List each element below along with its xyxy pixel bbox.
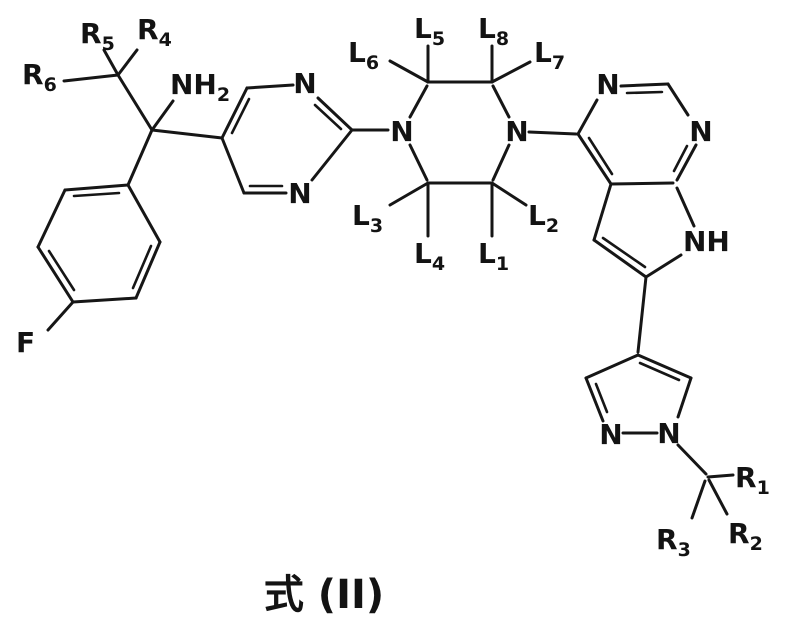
bond-to-R3 bbox=[690, 479, 707, 520]
bond bbox=[408, 84, 429, 119]
bond bbox=[36, 188, 67, 249]
bond bbox=[116, 73, 154, 132]
r5-label: R5 bbox=[80, 17, 115, 55]
fluorine-label: F bbox=[16, 326, 35, 359]
l4-label: L4 bbox=[414, 237, 445, 275]
double-bond-inner bbox=[72, 191, 121, 198]
bond bbox=[116, 48, 139, 77]
bond-bicycle-to-pyrazole bbox=[636, 275, 648, 354]
bond-piperazine-to-bicycle bbox=[527, 130, 578, 136]
double-bond-inner bbox=[594, 382, 609, 414]
formula-caption: 式 (II) bbox=[264, 572, 384, 618]
piperazine-ring-bonds bbox=[388, 44, 578, 238]
bond bbox=[584, 353, 640, 380]
bond bbox=[408, 143, 429, 182]
piperazine-n-left-label: N bbox=[390, 115, 413, 148]
pyrrole-nh-label: NH bbox=[683, 225, 730, 258]
bond bbox=[491, 143, 511, 182]
bond bbox=[675, 186, 696, 228]
pyrrolopyrimidine-bonds bbox=[576, 82, 698, 354]
bond bbox=[491, 84, 511, 119]
bond bbox=[102, 48, 120, 77]
bond-to-fluorine bbox=[46, 300, 75, 332]
double-bond-inner bbox=[230, 97, 251, 135]
r3-label: R3 bbox=[656, 523, 691, 561]
bond bbox=[63, 183, 130, 192]
double-bond-inner bbox=[47, 249, 76, 292]
pyrrolopyrimidine-n1-label: N bbox=[689, 115, 712, 148]
bond-ring-fusion bbox=[609, 181, 675, 186]
bond-to-R1 bbox=[706, 473, 735, 479]
l2-label: L2 bbox=[528, 199, 559, 237]
bond bbox=[584, 376, 605, 423]
bond bbox=[592, 182, 613, 242]
bond bbox=[576, 98, 599, 136]
r6-label: R6 bbox=[22, 58, 57, 96]
pyrimidine-n3-label: N bbox=[288, 177, 311, 210]
l7-label: L7 bbox=[534, 36, 565, 74]
bond bbox=[592, 238, 648, 279]
bond bbox=[675, 143, 698, 182]
bond bbox=[220, 136, 246, 195]
bond-to-R2 bbox=[707, 478, 729, 516]
r-group-tail-bonds bbox=[676, 443, 735, 520]
bond bbox=[666, 82, 690, 117]
double-bond-inner bbox=[625, 90, 664, 95]
bond bbox=[310, 128, 354, 182]
r4-label: R4 bbox=[137, 13, 172, 51]
l6-label: L6 bbox=[348, 36, 379, 74]
bond bbox=[676, 443, 708, 476]
l8-label: L8 bbox=[478, 12, 509, 50]
double-bond-inner bbox=[587, 136, 614, 176]
pyrazole-n2-label: N bbox=[599, 418, 622, 451]
bond-to-L2 bbox=[490, 181, 528, 207]
bond bbox=[619, 82, 670, 88]
bond bbox=[150, 128, 224, 140]
bond-to-L3 bbox=[388, 181, 430, 207]
bond bbox=[126, 183, 162, 244]
atom-labels: R5 R4 R6 NH2 F N N N N L6 L5 L8 L7 L3 L4… bbox=[16, 12, 770, 561]
amine-label: NH2 bbox=[170, 68, 230, 106]
double-bond-inner bbox=[638, 361, 681, 382]
double-bond-inner bbox=[672, 144, 689, 173]
double-bond-inner bbox=[601, 236, 647, 269]
r2-label: R2 bbox=[728, 517, 763, 555]
pyrimidine-n1-label: N bbox=[293, 67, 316, 100]
pyrazole-ring-bonds bbox=[584, 353, 693, 435]
quaternary-carbon-bonds bbox=[62, 48, 224, 187]
bond bbox=[316, 96, 354, 132]
bond bbox=[676, 376, 693, 419]
l5-label: L5 bbox=[414, 12, 445, 50]
double-bond-inner bbox=[313, 103, 343, 131]
bond bbox=[36, 245, 75, 304]
double-bond-inner bbox=[131, 244, 153, 290]
l1-label: L1 bbox=[478, 237, 509, 275]
pyrazole-n1-label: N bbox=[657, 417, 680, 450]
bond-to-L7 bbox=[490, 60, 532, 84]
piperazine-n-right-label: N bbox=[505, 115, 528, 148]
bond bbox=[245, 83, 295, 90]
bond-to-L6 bbox=[388, 59, 430, 84]
bond bbox=[62, 73, 120, 83]
pyrimidine-ring-bonds bbox=[220, 83, 390, 195]
bond bbox=[134, 240, 162, 300]
r1-label: R1 bbox=[735, 461, 770, 499]
bond bbox=[126, 128, 154, 187]
bond bbox=[71, 296, 138, 304]
bond bbox=[220, 86, 249, 140]
l3-label: L3 bbox=[352, 199, 383, 237]
bond bbox=[644, 253, 683, 279]
pyrrolopyrimidine-n3-label: N bbox=[596, 68, 619, 101]
fluorophenyl-ring-bonds bbox=[36, 183, 162, 332]
bond bbox=[150, 99, 175, 132]
bond bbox=[576, 132, 613, 186]
bond bbox=[636, 353, 693, 380]
